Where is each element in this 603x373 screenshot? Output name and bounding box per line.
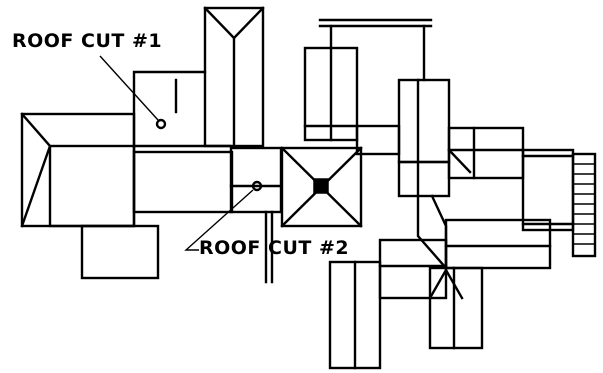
top-pergola	[318, 18, 433, 82]
cupola	[313, 178, 329, 194]
main-left-roof	[132, 70, 234, 214]
hip-connector	[416, 194, 448, 270]
roof-cut-2-marker	[251, 180, 263, 192]
east-stair	[571, 152, 597, 258]
tall-gable-wing	[203, 6, 265, 148]
roof-cut-2-leader	[184, 189, 254, 251]
chimney-posts	[264, 210, 274, 284]
roof-cut-1-leader	[99, 55, 159, 121]
lower-left-bay	[80, 224, 160, 280]
roof-cut-1-marker	[155, 118, 167, 130]
pyramid-roof	[280, 146, 363, 228]
east-wing	[447, 126, 575, 232]
roof-cut-2-label: ROOF CUT #2	[199, 237, 350, 259]
center-block	[303, 46, 401, 156]
bottom-complex	[328, 238, 484, 370]
left-hip-wing	[20, 112, 136, 228]
right-tall-block	[397, 78, 451, 198]
lower-right-wing	[444, 218, 552, 270]
roof-cut-1-label: ROOF CUT #1	[12, 30, 163, 52]
